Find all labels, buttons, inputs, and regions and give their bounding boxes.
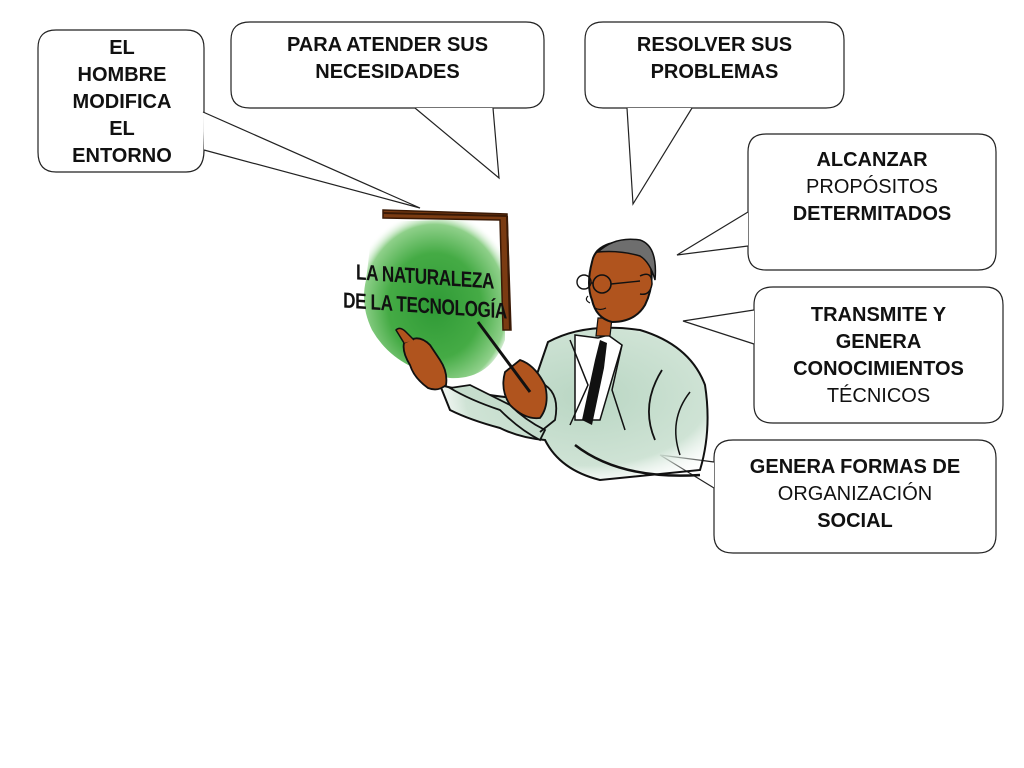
bubble-problemas-pointer <box>626 107 693 206</box>
bubble-problemas-shape <box>584 21 845 109</box>
bubble-entorno-line1: EL <box>109 36 135 59</box>
bubble-propositos-line1: ALCANZAR <box>816 148 928 171</box>
bubble-problemas: RESOLVER SUS PROBLEMAS <box>586 30 843 88</box>
bubble-entorno-line5: ENTORNO <box>72 144 172 167</box>
bubble-conocimientos-line2: GENERA <box>835 331 922 353</box>
bubble-conocimientos-shape <box>753 286 1004 424</box>
bubble-problemas-line2: PROBLEMAS <box>650 61 779 83</box>
chalkboard <box>364 209 512 379</box>
bubble-entorno: EL HOMBRE MODIFICA EL ENTORNO <box>40 32 204 172</box>
bubble-conocimientos-line4: TÉCNICOS <box>826 385 931 407</box>
bubble-conocimientos-line1: TRANSMITE Y <box>810 304 947 326</box>
bubble-conocimientos-line3: CONOCIMIENTOS <box>793 358 964 380</box>
bubble-entorno-line2: HOMBRE <box>77 63 167 86</box>
bubble-propositos-line3: DETERMITADOS <box>792 202 952 225</box>
bubble-necesidades-line1: PARA ATENDER SUS <box>286 34 489 56</box>
bubble-propositos: ALCANZAR PROPÓSITOS DETERMITADOS <box>749 145 995 229</box>
bubble-problemas-line1: RESOLVER SUS <box>636 34 793 56</box>
bubble-propositos-shape <box>747 133 997 271</box>
bubble-organizacion: GENERA FORMAS DE ORGANIZACIÓN SOCIAL <box>715 452 995 536</box>
bubble-propositos-line2: PROPÓSITOS <box>806 175 938 198</box>
bubble-organizacion-shape <box>713 439 997 554</box>
bubble-organizacion-line1: GENERA FORMAS DE <box>749 455 961 478</box>
bubble-organizacion-line3: SOCIAL <box>817 509 893 532</box>
bubble-entorno-line4: EL <box>109 117 135 140</box>
bubble-necesidades-shape <box>230 21 545 109</box>
bubble-entorno-pointer <box>202 111 421 209</box>
bubble-necesidades: PARA ATENDER SUS NECESIDADES <box>232 30 543 88</box>
bubble-necesidades-pointer <box>414 107 500 180</box>
bubble-necesidades-line2: NECESIDADES <box>315 61 460 83</box>
bubble-conocimientos-pointer <box>682 309 755 345</box>
bubble-organizacion-line2: ORGANIZACIÓN <box>777 482 933 505</box>
bubble-entorno-shape <box>37 29 205 173</box>
bubble-entorno-line3: MODIFICA <box>72 90 172 113</box>
bubble-conocimientos: TRANSMITE Y GENERA CONOCIMIENTOS TÉCNICO… <box>755 300 1002 412</box>
presenter-figure <box>395 238 709 482</box>
board-title: LA NATURALEZA DE LA TECNOLOGÍA <box>343 242 507 341</box>
bubble-propositos-pointer <box>676 211 749 256</box>
